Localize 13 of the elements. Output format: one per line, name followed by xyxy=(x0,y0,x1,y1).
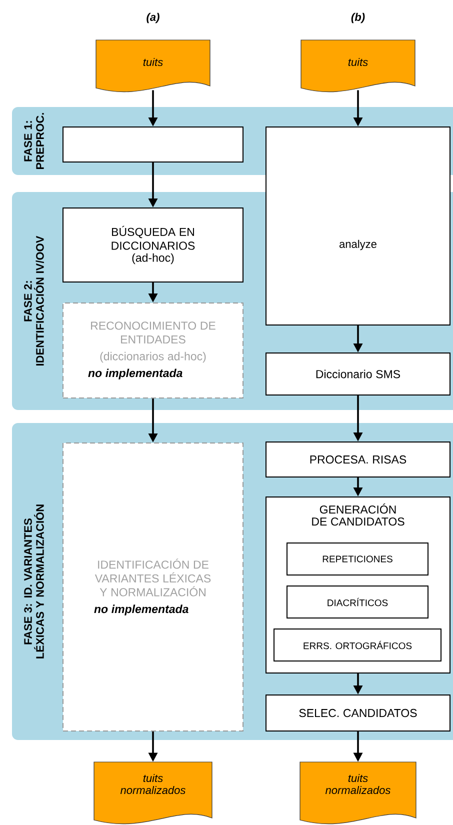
process-box xyxy=(62,126,244,162)
panel-label: (a) xyxy=(146,12,160,24)
process-box: SELEC. CANDIDATOS xyxy=(266,694,450,732)
panel-label: (b) xyxy=(351,12,365,24)
process-box: REPETICIONES xyxy=(286,542,428,576)
process-box: DIACRÍTICOS xyxy=(286,586,428,618)
process-box: BÚSQUEDA EN DICCIONARIOS (ad-hoc) xyxy=(62,208,244,282)
process-box: PROCESA. RISAS xyxy=(266,442,450,478)
process-box: Diccionario SMS xyxy=(266,352,450,396)
dashed-box: RECONOCIMIENTO DE ENTIDADES (diccionarios ad-hoc) no implementada xyxy=(62,302,244,398)
process-box: ERRS. ORTOGRÁFICOS xyxy=(274,628,442,662)
dashed-box: IDENTIFICACIÓN DE VARIANTES LÉXICAS Y NORMALIZACIÓN no implementada xyxy=(62,442,244,732)
process-box: analyze xyxy=(266,126,450,326)
